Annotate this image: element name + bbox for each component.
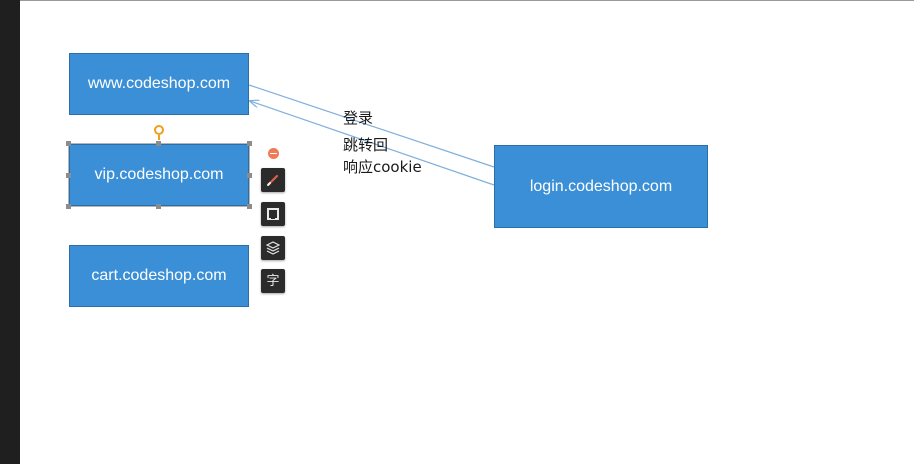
connector-login-to-www[interactable] bbox=[250, 101, 495, 186]
node-www-label: www.codeshop.com bbox=[87, 75, 231, 92]
resize-handle-middle-right[interactable] bbox=[247, 173, 252, 178]
window-left-edge bbox=[0, 0, 20, 464]
edge-label-redirect-back[interactable]: 跳转回 bbox=[343, 136, 389, 154]
connectors bbox=[20, 84, 495, 186]
resize-handle-top-left[interactable] bbox=[66, 141, 71, 146]
window-top-border bbox=[20, 0, 914, 1]
resize-handle-bottom-left[interactable] bbox=[66, 204, 71, 209]
layers-button[interactable] bbox=[261, 236, 285, 260]
connector-www-to-login[interactable] bbox=[248, 84, 495, 168]
text-style-button[interactable]: 字 bbox=[261, 269, 285, 293]
resize-handle-middle-left[interactable] bbox=[66, 173, 71, 178]
node-vip-label: vip.codeshop.com bbox=[94, 166, 224, 183]
edge-label-respond-cookie[interactable]: 响应cookie bbox=[343, 158, 422, 176]
node-login[interactable]: login.codeshop.com bbox=[494, 145, 708, 228]
rotate-handle[interactable] bbox=[154, 125, 164, 135]
edge-label-login[interactable]: 登录 bbox=[343, 109, 374, 127]
resize-handle-top-right[interactable] bbox=[247, 141, 252, 146]
node-cart-label: cart.codeshop.com bbox=[91, 267, 227, 284]
node-login-label: login.codeshop.com bbox=[529, 177, 673, 195]
text-icon: 字 bbox=[266, 273, 280, 289]
node-www[interactable]: www.codeshop.com bbox=[69, 53, 249, 115]
style-brush-button[interactable] bbox=[261, 168, 285, 192]
diagram-canvas[interactable]: www.codeshop.com vip.codeshop.com cart.c… bbox=[20, 1, 914, 464]
resize-handle-bottom-middle[interactable] bbox=[156, 204, 161, 209]
node-vip[interactable]: vip.codeshop.com bbox=[69, 144, 249, 206]
node-cart[interactable]: cart.codeshop.com bbox=[69, 245, 249, 307]
resize-handle-top-middle[interactable] bbox=[156, 141, 161, 146]
frame-style-button[interactable] bbox=[261, 202, 285, 226]
remove-icon[interactable] bbox=[268, 148, 279, 159]
rotate-handle-stem bbox=[158, 135, 160, 140]
layers-icon bbox=[266, 241, 280, 255]
frame-icon bbox=[267, 208, 279, 220]
resize-handle-bottom-right[interactable] bbox=[247, 204, 252, 209]
brush-icon bbox=[267, 174, 279, 186]
